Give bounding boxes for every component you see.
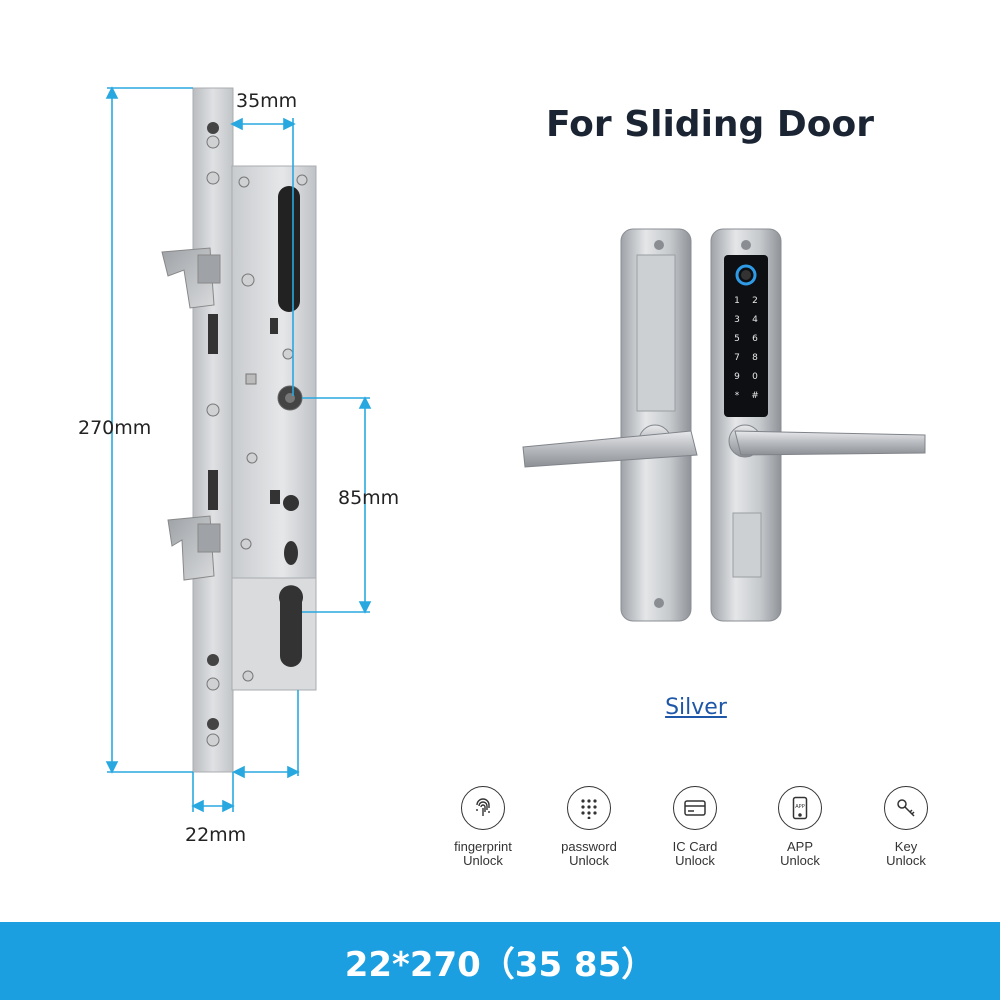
- keypad-key: 3: [734, 315, 740, 325]
- fingerprint-icon: [461, 786, 505, 830]
- keypad-key: 0: [752, 372, 758, 382]
- feature-line2: Unlock: [675, 853, 715, 868]
- faceplate-screw: [207, 654, 219, 666]
- keypad-key: 1: [734, 296, 740, 306]
- key-icon: [884, 786, 928, 830]
- back-lever-handle: [522, 430, 698, 468]
- card-icon: [673, 786, 717, 830]
- keypad-key: 9: [734, 372, 740, 382]
- keypad-key: 8: [752, 353, 758, 363]
- faceplate: [192, 87, 234, 773]
- keypad-key: #: [751, 391, 759, 401]
- keypad-key: 5: [734, 334, 740, 344]
- page-title: For Sliding Door: [546, 104, 874, 145]
- faceplate-screw: [206, 733, 220, 747]
- keypad-key: *: [735, 391, 740, 401]
- dimension-22mm-label: 22mm: [185, 824, 247, 846]
- keypad-key: 4: [752, 315, 758, 325]
- svg-text:APP: APP: [795, 804, 804, 810]
- feature-line2: Unlock: [569, 853, 609, 868]
- spec-banner: 22*270（35 85）: [0, 922, 1000, 1000]
- dimension-270mm-label: 270mm: [78, 417, 152, 439]
- dimension-35mm-label: 35mm: [236, 90, 298, 112]
- keypad-key: 7: [734, 353, 740, 363]
- faceplate-hole: [207, 122, 219, 134]
- mortise-lock-diagram: [105, 86, 372, 813]
- feature-line2: Unlock: [463, 853, 503, 868]
- faceplate-screw: [206, 677, 220, 691]
- feature-line2: Unlock: [780, 853, 820, 868]
- keypad-icon: [567, 786, 611, 830]
- keypad-key: 2: [752, 296, 758, 306]
- feature-line1: fingerprint: [454, 839, 512, 854]
- spec-banner-text: 22*270（35 85）: [344, 944, 656, 985]
- front-lever-handle: [734, 430, 926, 456]
- cylinder-hole: [279, 585, 303, 667]
- dimension-85mm-label: 85mm: [338, 487, 400, 509]
- faceplate-hole: [207, 718, 219, 730]
- slot: [278, 186, 300, 312]
- keypad-key: 6: [752, 334, 758, 344]
- faceplate-screw: [206, 171, 220, 185]
- color-option-silver-link[interactable]: Silver: [665, 695, 727, 720]
- keypad-panel: [724, 255, 768, 417]
- feature-line1: IC Card: [672, 839, 718, 854]
- fingerprint-sensor-icon: [735, 264, 757, 286]
- phone-app-icon: APP: [778, 786, 822, 830]
- feature-line1: APP: [786, 839, 813, 854]
- feature-line1: password: [561, 839, 617, 854]
- feature-line2: Unlock: [886, 853, 926, 868]
- feature-line1: Key: [894, 839, 918, 854]
- faceplate-screw: [206, 403, 220, 417]
- faceplate-screw: [206, 135, 220, 149]
- smart-lock-product-image: 1 2 3 4 5 6 7 8 9 0 * #: [522, 228, 926, 622]
